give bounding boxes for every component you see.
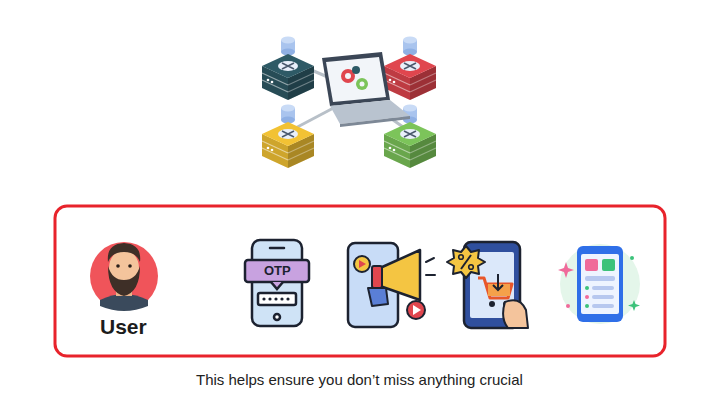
laptop-icon-part: [322, 52, 390, 106]
otp-phone-icon-part: [271, 282, 283, 289]
otp-phone-icon-part: [274, 314, 280, 320]
panel-border: [55, 206, 665, 356]
user-avatar-part: [100, 294, 148, 311]
server-icon-part: [262, 105, 314, 169]
marketing-phone-icon-part: [407, 301, 425, 319]
app-phone-icon-part: [630, 256, 634, 260]
app-phone-icon-part: [566, 304, 570, 308]
app-phone-icon-part: [585, 286, 589, 290]
user-avatar: [90, 242, 158, 311]
app-phone-icon-part: [581, 254, 619, 314]
app-phone-icon-part: [628, 300, 640, 311]
laptop-icon-part: [356, 78, 368, 90]
app-phone-icon-part: [585, 295, 589, 299]
shopping-phone-icon-part: [447, 246, 485, 278]
app-phone-icon: [558, 244, 640, 324]
app-phone-icon-part: [592, 304, 614, 308]
otp-phone-icon-part: [245, 260, 309, 282]
app-phone-icon-part: [585, 259, 598, 271]
app-phone-icon-part: [585, 304, 589, 308]
shopping-phone-icon-part: [469, 265, 474, 270]
app-phone-icon-part: [592, 295, 614, 299]
user-avatar-part: [116, 264, 120, 268]
otp-phone-icon-part: [258, 293, 296, 305]
app-phone-icon-part: [560, 244, 640, 324]
shopping-phone-icon-part: [493, 274, 503, 290]
laptop-icon-part: [352, 66, 360, 74]
shopping-phone-icon-part: [503, 300, 528, 328]
password-dots: [262, 297, 289, 300]
shopping-phone-icon-part: [459, 255, 464, 260]
marketing-phone-icon-part: [413, 305, 421, 315]
marketing-phone-icon-part: [359, 260, 366, 268]
laptop-icon-part: [360, 82, 365, 87]
marketing-phone-icon-part: [426, 258, 434, 262]
marketing-phone-icon: [348, 243, 435, 327]
shopping-phone-icon: [447, 242, 528, 328]
shopping-phone-icon-part: [489, 301, 495, 307]
server-icon: [384, 37, 436, 101]
user-label: User: [100, 315, 147, 339]
marketing-phone-icon-part: [426, 274, 435, 276]
user-avatar-part: [108, 266, 140, 296]
password-dots-part: [280, 297, 283, 300]
otp-phone-icon: [245, 240, 309, 326]
app-phone-icon-part: [585, 276, 615, 281]
marketing-phone-icon-part: [354, 256, 370, 272]
caption: This helps ensure you don’t miss anythin…: [196, 371, 523, 388]
laptop-icon: [322, 52, 410, 127]
server-icon-part: [384, 37, 436, 101]
server-icon: [262, 37, 314, 101]
user-avatar-part: [118, 276, 130, 278]
password-dots-part: [262, 297, 265, 300]
app-phone-icon-part: [602, 259, 615, 271]
server-icon: [262, 105, 314, 169]
laptop-icon-part: [326, 57, 386, 102]
app-phone-icon-part: [558, 262, 574, 278]
laptop-icon-part: [345, 73, 351, 79]
server-icon-part: [262, 37, 314, 101]
user-avatar-part: [108, 243, 140, 262]
user-avatar-part: [128, 264, 132, 268]
password-dots-part: [286, 297, 289, 300]
marketing-phone-icon-part: [368, 288, 388, 306]
user-avatar-part: [90, 242, 158, 310]
marketing-phone-icon-part: [372, 266, 382, 288]
otp-phone-icon-part: [270, 247, 284, 250]
laptop-icon-part: [340, 116, 410, 127]
app-phone-icon-part: [577, 246, 623, 322]
laptop-icon-part: [330, 100, 410, 124]
app-phone-icon-part: [592, 286, 614, 290]
password-dots-part: [274, 297, 277, 300]
otp-label: OTP: [264, 264, 291, 279]
password-dots-part: [268, 297, 271, 300]
